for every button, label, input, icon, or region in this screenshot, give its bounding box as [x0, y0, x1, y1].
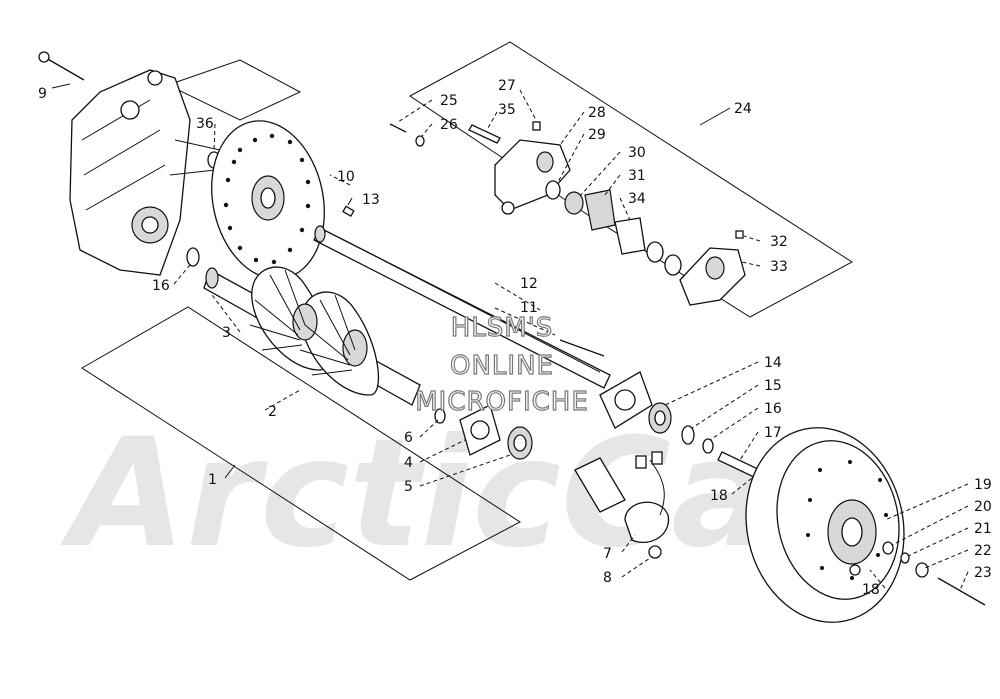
drive-sprocket-assembly [203, 266, 421, 406]
callout-32: 32 [770, 234, 788, 250]
callout-7: 7 [603, 546, 612, 562]
watermark-line-1: HLSM'S [451, 313, 554, 343]
callout-3: 3 [222, 325, 231, 341]
seal-30c [664, 254, 682, 276]
brake-disc-10 [211, 120, 325, 280]
callout-labels: 9 36 10 13 16 3 2 1 6 4 5 7 8 12 11 14 1… [38, 78, 992, 598]
chaincase-housing [69, 69, 221, 276]
callout-1: 1 [208, 472, 217, 488]
callout-18-b: 18 [862, 582, 880, 598]
seal-29 [545, 180, 561, 200]
callout-14: 14 [764, 355, 782, 371]
bearing-14 [648, 402, 672, 434]
callout-17: 17 [764, 425, 782, 441]
callout-5: 5 [404, 479, 413, 495]
callout-20: 20 [974, 499, 992, 515]
callout-24: 24 [734, 101, 752, 117]
callout-15: 15 [764, 378, 782, 394]
group-box-1 [81, 306, 521, 581]
callout-33: 33 [770, 259, 788, 275]
callout-36: 36 [196, 116, 214, 132]
callout-12: 12 [520, 276, 538, 292]
leader-lines [51, 83, 969, 591]
bearing-5 [507, 426, 533, 460]
callout-16-left: 16 [152, 278, 170, 294]
callout-25: 25 [440, 93, 458, 109]
watermark-line-3: MICROFICHE [415, 387, 589, 417]
drive-shaft-12 [313, 225, 611, 389]
callout-21: 21 [974, 521, 992, 537]
driven-sprocket-drum [745, 427, 905, 623]
washer-22 [915, 562, 929, 578]
callout-8: 8 [603, 570, 612, 586]
callout-19: 19 [974, 477, 992, 493]
watermark-center-text: HLSM'S ONLINE MICROFICHE [415, 312, 589, 417]
seal-15 [681, 425, 695, 445]
washer-16-left [186, 247, 200, 267]
watermark-line-2: ONLINE [450, 351, 554, 381]
callout-10: 10 [337, 169, 355, 185]
caliper-housing-33 [679, 247, 746, 306]
washer-16-right [702, 438, 714, 454]
callout-34: 34 [628, 191, 646, 207]
callout-29: 29 [588, 127, 606, 143]
bolt-25 [389, 123, 407, 133]
pin-35 [468, 124, 501, 144]
watermark-logo-text: ArcticCat [60, 407, 849, 581]
washer-21 [900, 552, 910, 564]
piston-30 [564, 191, 584, 215]
washer-20 [882, 541, 894, 555]
callout-6: 6 [404, 430, 413, 446]
callout-31: 31 [628, 168, 646, 184]
callout-13: 13 [362, 192, 380, 208]
callout-27: 27 [498, 78, 516, 94]
callout-30: 30 [628, 145, 646, 161]
callout-23: 23 [974, 565, 992, 581]
group-box-main [166, 59, 302, 121]
caliper-28 [494, 139, 571, 215]
brake-pad-34 [614, 217, 646, 255]
bleeder-32 [735, 230, 744, 239]
callout-11: 11 [520, 300, 538, 316]
callout-26: 26 [440, 117, 458, 133]
bolt-9 [38, 51, 85, 81]
key-13 [342, 205, 355, 217]
bleeder-27 [532, 121, 541, 131]
collar-6 [434, 408, 446, 424]
callout-9: 9 [38, 86, 47, 102]
watermark-logo: ArcticCat [60, 407, 849, 581]
callout-22: 22 [974, 543, 992, 559]
callout-35: 35 [498, 102, 516, 118]
callout-28: 28 [588, 105, 606, 121]
callout-16-right: 16 [764, 401, 782, 417]
nut-8 [648, 545, 662, 559]
callout-4: 4 [404, 455, 413, 471]
speed-sensor-7 [574, 451, 670, 544]
washer-26 [415, 135, 425, 147]
callout-18-a: 18 [710, 488, 728, 504]
callout-2: 2 [268, 404, 277, 420]
bearing-flange-right [599, 371, 653, 429]
bearing-flange-4 [459, 404, 501, 456]
seal-30b [646, 241, 664, 263]
brake-pad-31 [584, 189, 616, 231]
bolt-23 [937, 577, 986, 606]
